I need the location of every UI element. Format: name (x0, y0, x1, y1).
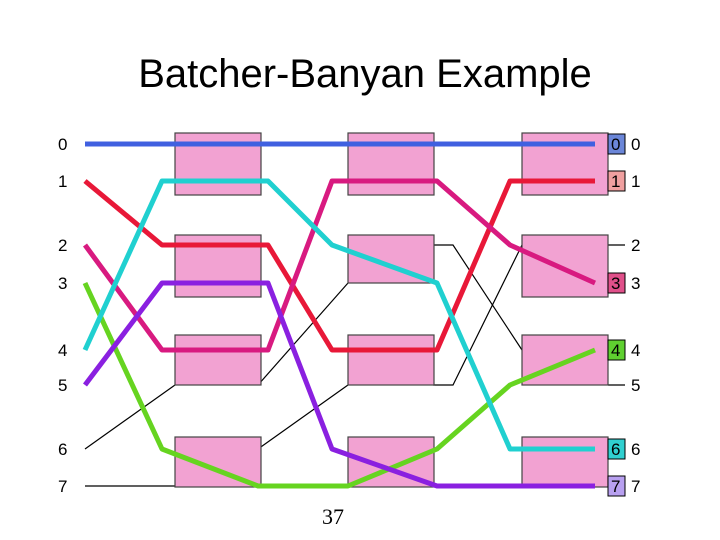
input-label: 3 (58, 274, 67, 293)
switch-grid (174, 132, 609, 488)
destination-boxes: 0 1 3 4 6 7 (607, 133, 626, 497)
idle-line (84, 384, 176, 450)
destination-box (607, 438, 626, 460)
path-4 (82, 178, 595, 452)
output-label: 1 (631, 172, 640, 191)
path-5 (83, 280, 595, 489)
input-label: 2 (58, 236, 67, 255)
idle-line (257, 384, 349, 450)
path-3 (82, 281, 596, 489)
input-label: 7 (58, 477, 67, 496)
output-label: 7 (631, 477, 640, 496)
switch-element (174, 436, 262, 488)
input-label: 6 (58, 440, 67, 459)
output-label: 6 (631, 440, 640, 459)
destination-label: 3 (611, 274, 620, 293)
switch-element (174, 334, 262, 386)
destination-label: 4 (611, 341, 620, 360)
switch-element (521, 436, 609, 488)
destination-label: 6 (611, 440, 620, 459)
routed-paths (82, 141, 597, 489)
destination-label: 0 (611, 135, 620, 154)
switch-element (521, 234, 609, 298)
input-label: 0 (58, 135, 67, 154)
path-1 (83, 178, 595, 353)
input-label: 4 (58, 341, 67, 360)
output-labels: 0 1 2 3 4 5 6 7 (631, 135, 640, 496)
output-label: 5 (631, 376, 640, 395)
destination-label: 1 (611, 172, 620, 191)
output-label: 4 (631, 341, 640, 360)
path-2 (82, 178, 597, 353)
destination-box (607, 339, 626, 361)
destination-box (607, 272, 626, 294)
output-label: 2 (631, 236, 640, 255)
input-labels: 0 1 2 3 4 5 6 7 (58, 135, 67, 496)
output-label: 0 (631, 135, 640, 154)
destination-label: 7 (611, 477, 620, 496)
input-label: 1 (58, 172, 67, 191)
destination-box (607, 475, 626, 497)
output-label: 3 (631, 274, 640, 293)
page-number: 37 (322, 504, 344, 529)
slide-title: Batcher-Banyan Example (138, 52, 592, 96)
idle-line (433, 244, 523, 386)
destination-box (607, 170, 626, 192)
destination-box (607, 133, 626, 155)
idle-line (433, 244, 523, 351)
switch-element (347, 334, 435, 386)
idle-line (257, 282, 349, 386)
input-label: 5 (58, 376, 67, 395)
idle-connections (84, 244, 625, 487)
